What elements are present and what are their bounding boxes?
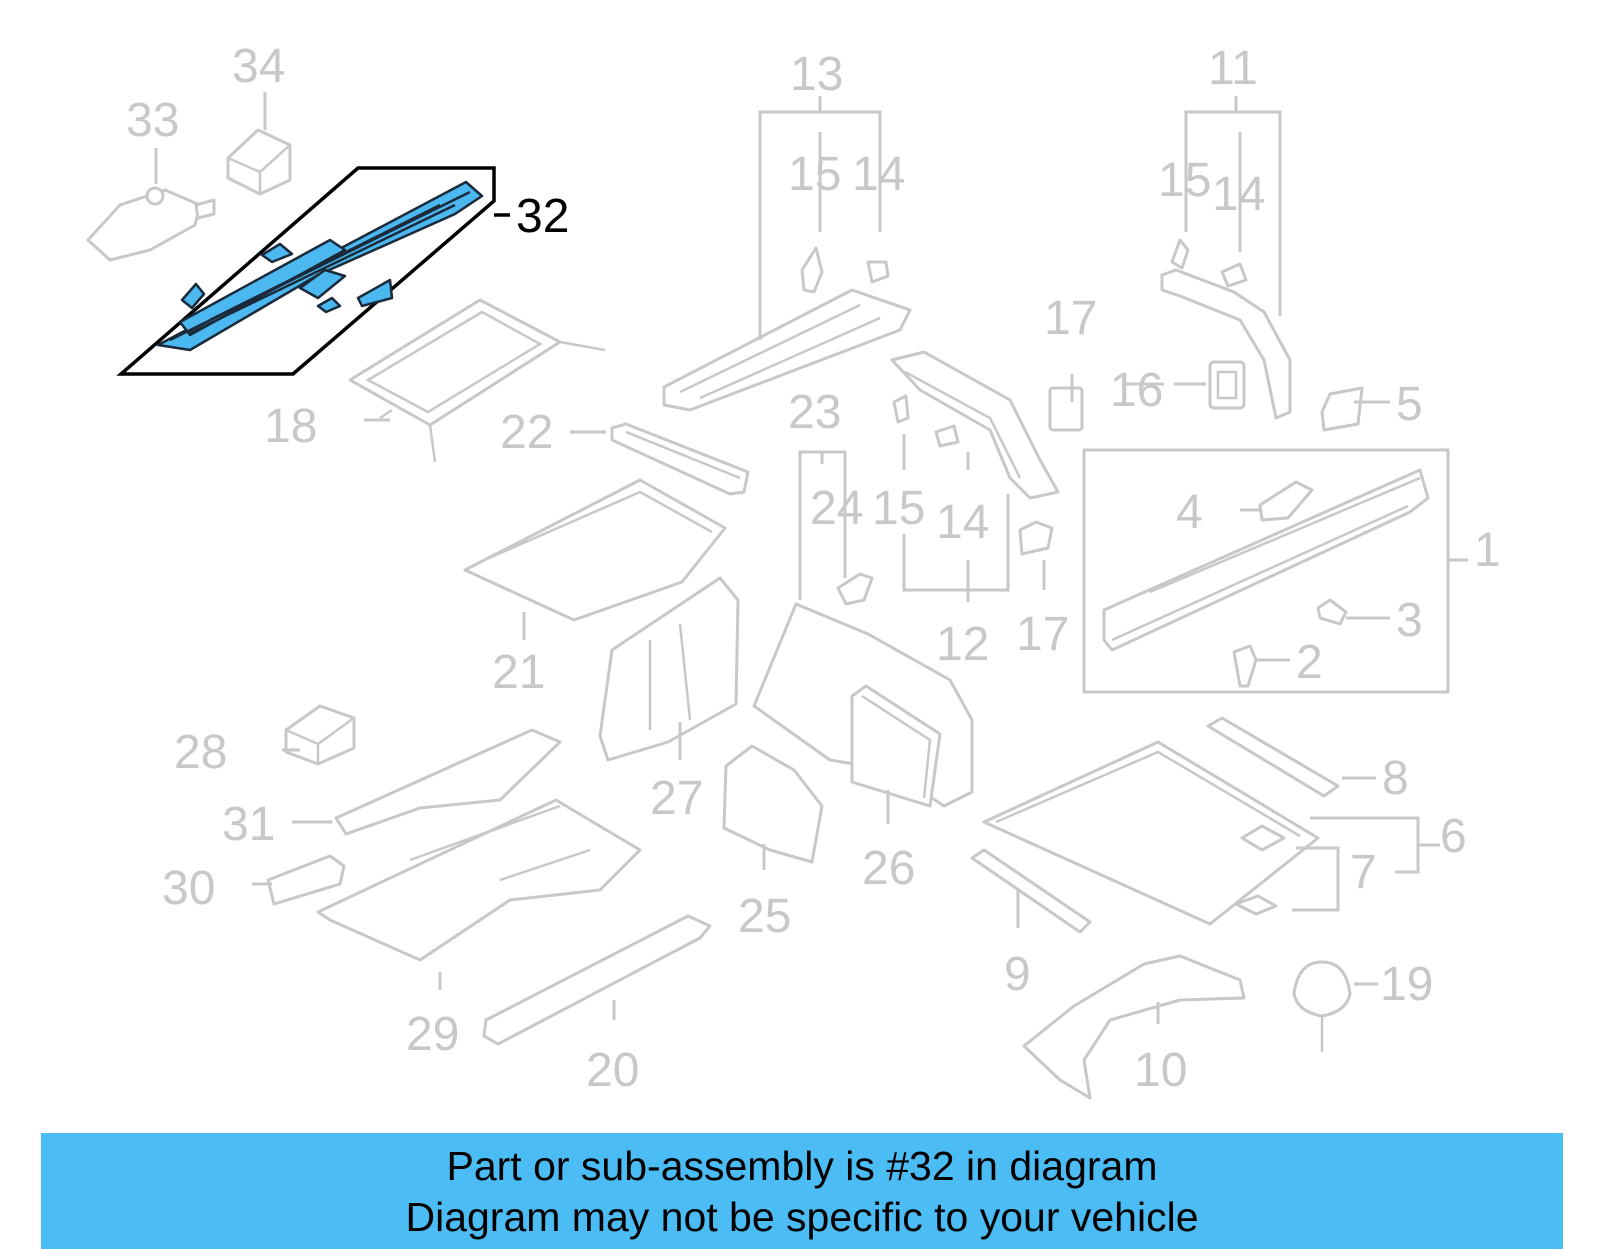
part-14-a[interactable]: [866, 260, 890, 284]
part-24[interactable]: [836, 572, 874, 606]
label-34: 34: [232, 40, 285, 93]
label-28: 28: [174, 726, 227, 779]
label-15-a: 15: [788, 148, 841, 201]
label-13: 13: [790, 48, 843, 101]
part-8[interactable]: [1206, 716, 1340, 798]
label-1: 1: [1474, 524, 1501, 577]
leader-lines: [154, 92, 1468, 1024]
label-12: 12: [936, 618, 989, 671]
part-5[interactable]: [1320, 386, 1364, 432]
label-16: 16: [1110, 364, 1163, 417]
part-9[interactable]: [970, 848, 1092, 934]
part-4[interactable]: [1258, 480, 1314, 522]
part-18[interactable]: [348, 298, 606, 463]
part-32-frame: [116, 166, 496, 376]
label-17-b: 17: [1016, 608, 1069, 661]
label-19: 19: [1380, 958, 1433, 1011]
label-25: 25: [738, 890, 791, 943]
part-13[interactable]: [662, 288, 912, 412]
label-11: 11: [1208, 42, 1258, 95]
banner-line-1: Part or sub-assembly is #32 in diagram: [446, 1143, 1158, 1189]
label-9: 9: [1004, 948, 1031, 1001]
part-25[interactable]: [722, 744, 824, 864]
label-33: 33: [126, 94, 179, 147]
part-12[interactable]: [890, 350, 1060, 500]
part-19[interactable]: [1292, 960, 1352, 1052]
label-29: 29: [406, 1008, 459, 1061]
label-8: 8: [1382, 752, 1409, 805]
label-21: 21: [492, 646, 545, 699]
label-4: 4: [1176, 486, 1203, 539]
label-14-c: 14: [936, 496, 989, 549]
part-21[interactable]: [463, 478, 727, 622]
label-15-c: 15: [872, 482, 925, 535]
label-30: 30: [162, 862, 215, 915]
label-7: 7: [1350, 846, 1377, 899]
label-23: 23: [788, 386, 841, 439]
label-24: 24: [810, 482, 863, 535]
part-29[interactable]: [316, 798, 642, 962]
label-3: 3: [1396, 594, 1423, 647]
part-2[interactable]: [1232, 644, 1258, 688]
label-20: 20: [586, 1044, 639, 1097]
part-17-b[interactable]: [1018, 520, 1054, 556]
part-15-b[interactable]: [1170, 238, 1190, 270]
label-18: 18: [264, 400, 317, 453]
part-33[interactable]: [86, 186, 216, 262]
info-banner: Part or sub-assembly is #32 in diagram D…: [41, 1133, 1563, 1249]
part-3[interactable]: [1316, 598, 1348, 626]
label-32: 32: [516, 190, 569, 243]
part-15-c[interactable]: [892, 394, 910, 424]
part-20[interactable]: [482, 914, 712, 1046]
part-11[interactable]: [1160, 268, 1292, 420]
label-14-a: 14: [852, 148, 905, 201]
part-16[interactable]: [1208, 360, 1246, 410]
part-14-b[interactable]: [1220, 262, 1248, 288]
label-31: 31: [222, 798, 275, 851]
part-28[interactable]: [284, 704, 356, 766]
part-27[interactable]: [598, 576, 740, 762]
part-10[interactable]: [1022, 954, 1246, 1100]
label-14-b: 14: [1212, 168, 1265, 221]
part-31[interactable]: [334, 728, 562, 836]
label-15-b: 15: [1158, 154, 1211, 207]
banner-line-2: Diagram may not be specific to your vehi…: [405, 1194, 1199, 1240]
part-30[interactable]: [266, 854, 346, 906]
part-32-highlight[interactable]: [116, 166, 510, 376]
label-27: 27: [650, 772, 703, 825]
label-10: 10: [1134, 1044, 1187, 1097]
part-6-7[interactable]: [982, 740, 1320, 926]
part-labels: 1 2 3 4 5 6 7 8 9 10 11 12 13 14 14 14 1…: [126, 40, 1501, 1097]
label-26: 26: [862, 842, 915, 895]
part-14-c[interactable]: [934, 424, 960, 448]
part-17-a[interactable]: [1048, 386, 1084, 432]
part-22[interactable]: [610, 422, 750, 496]
part-15-a[interactable]: [800, 246, 824, 294]
label-22: 22: [500, 406, 553, 459]
part-1-group[interactable]: [1082, 448, 1450, 694]
part-26[interactable]: [850, 684, 942, 808]
label-2: 2: [1296, 636, 1323, 689]
label-5: 5: [1396, 378, 1423, 431]
part-34[interactable]: [226, 128, 292, 196]
label-17-a: 17: [1044, 292, 1097, 345]
label-6: 6: [1440, 810, 1467, 863]
